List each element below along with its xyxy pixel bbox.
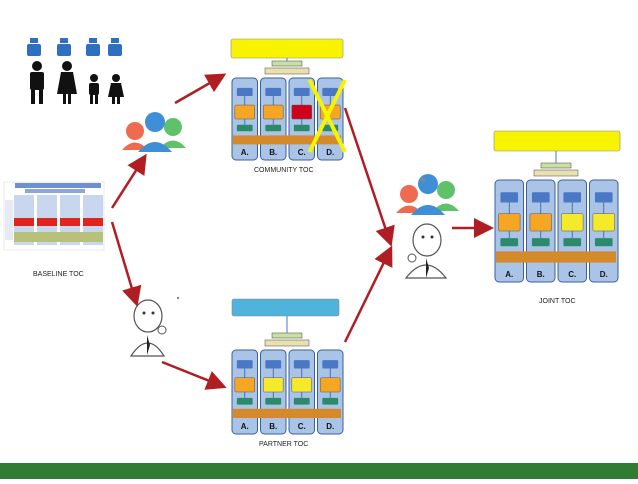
community-column-2: B.	[260, 77, 287, 161]
goal-box	[271, 60, 303, 67]
baseline-toc-thumbnail	[3, 181, 105, 251]
middle-box	[320, 377, 341, 393]
top-box	[265, 360, 282, 369]
outcome-box	[533, 169, 579, 177]
joint-column-label: B.	[537, 270, 545, 279]
joint-column-label: C.	[568, 270, 576, 279]
partner-column-label: A.	[241, 422, 249, 431]
assumptions-bar	[496, 251, 616, 263]
joint-column-label: D.	[600, 270, 608, 279]
bottom-box	[500, 238, 519, 247]
bottom-box	[293, 397, 310, 405]
people-group-icon-2	[396, 174, 459, 215]
community-banner	[230, 38, 344, 59]
community-toc-panel: A. B. C. D.	[230, 38, 347, 161]
joint-banner	[493, 130, 621, 152]
joint-toc-panel: A. B. C. D.	[493, 130, 621, 283]
outcome-box	[264, 67, 310, 75]
top-box	[322, 87, 339, 97]
bottom-box	[563, 238, 582, 247]
partner-column-label: C.	[298, 422, 306, 431]
cross-mark-icon	[307, 79, 347, 153]
partner-toc-panel: A. B. C. D.	[231, 298, 344, 435]
community-column-1: A.	[231, 77, 258, 161]
community-column-label: A.	[241, 148, 249, 157]
middle-box	[291, 104, 312, 120]
joint-column-3: C.	[557, 179, 587, 283]
thinking-person-icon	[129, 296, 180, 357]
goal-box	[540, 162, 572, 169]
partner-column-1: A.	[231, 349, 258, 435]
bottom-box	[265, 397, 282, 405]
assumptions-bar	[233, 408, 341, 419]
bottom-box	[293, 124, 310, 132]
top-box	[236, 360, 253, 369]
thinking-person-icon-2	[404, 223, 448, 279]
partner-column-3: C.	[288, 349, 315, 435]
community-column-label: B.	[269, 148, 277, 157]
joint-column-1: A.	[494, 179, 524, 283]
partner-toc-label: PARTNER TOC	[259, 441, 309, 448]
community-column-label: C.	[298, 148, 306, 157]
middle-box	[498, 213, 521, 232]
bottom-box	[236, 397, 253, 405]
assumptions-bar	[233, 135, 341, 145]
footer-bar	[0, 463, 638, 479]
top-box	[500, 192, 519, 203]
community-toc-label: COMMUNITY TOC	[254, 167, 314, 174]
joint-column-4: D.	[589, 179, 619, 283]
top-box	[531, 192, 550, 203]
partner-column-4: D.	[317, 349, 344, 435]
partner-banner	[231, 298, 340, 317]
middle-box	[234, 104, 255, 120]
top-box	[236, 87, 253, 97]
joint-toc-label: JOINT TOC	[539, 298, 576, 305]
goal-box	[271, 332, 303, 339]
middle-box	[592, 213, 615, 232]
middle-box	[263, 377, 284, 393]
middle-box	[561, 213, 584, 232]
flow-arrows	[110, 73, 494, 390]
bottom-box	[236, 124, 253, 132]
partner-column-label: D.	[326, 422, 334, 431]
top-box	[563, 192, 582, 203]
middle-box	[529, 213, 552, 232]
cross-stroke	[307, 79, 347, 153]
top-box	[265, 87, 282, 97]
top-box	[594, 192, 613, 203]
middle-box	[234, 377, 255, 393]
bottom-box	[265, 124, 282, 132]
bottom-box	[322, 397, 339, 405]
top-box	[322, 360, 339, 369]
people-group-icon	[122, 112, 186, 152]
bottom-box	[594, 238, 613, 247]
community-column-label: D.	[326, 148, 334, 157]
middle-box	[291, 377, 312, 393]
partner-column-2: B.	[260, 349, 287, 435]
bottom-box	[531, 238, 550, 247]
family-icon	[27, 38, 124, 104]
partner-column-label: B.	[269, 422, 277, 431]
top-box	[293, 360, 310, 369]
outcome-box	[264, 339, 310, 347]
middle-box	[263, 104, 284, 120]
joint-column-label: A.	[505, 270, 513, 279]
baseline-toc-label: BASELINE TOC	[33, 271, 84, 278]
top-box	[293, 87, 310, 97]
joint-column-2: B.	[526, 179, 556, 283]
